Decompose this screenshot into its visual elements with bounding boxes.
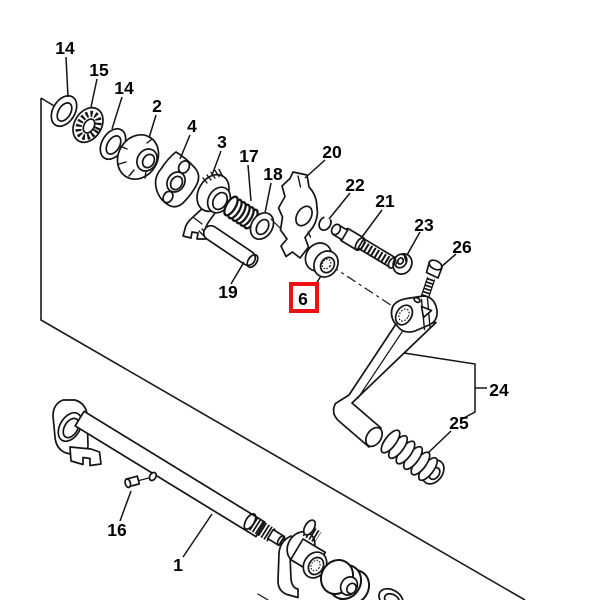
part-label-17[interactable]: 17 bbox=[239, 146, 258, 166]
part-26-bolt bbox=[420, 259, 443, 299]
part-label-1[interactable]: 1 bbox=[173, 555, 183, 575]
part-25-rubber-peg bbox=[380, 429, 445, 485]
part-15-bearing bbox=[72, 106, 104, 144]
part-16-pin bbox=[124, 471, 158, 489]
leader-line-22 bbox=[328, 192, 351, 220]
part-23-nut bbox=[392, 253, 413, 275]
leader-line-3 bbox=[211, 150, 222, 176]
part-label-16[interactable]: 16 bbox=[107, 520, 127, 540]
part-label-14[interactable]: 14 bbox=[55, 38, 75, 58]
leader-line-26 bbox=[440, 253, 457, 268]
part-18-washer bbox=[249, 211, 275, 241]
leader-line-16 bbox=[119, 490, 132, 522]
part-label-3[interactable]: 3 bbox=[217, 132, 227, 152]
part-label-14[interactable]: 14 bbox=[114, 78, 134, 98]
part-14-washer-left bbox=[50, 94, 78, 128]
bracket-line-24 bbox=[403, 352, 476, 421]
highlight-box-part-6 bbox=[289, 282, 319, 313]
part-2-ratchet-cam bbox=[116, 134, 160, 180]
part-label-25[interactable]: 25 bbox=[449, 413, 469, 433]
part-label-26[interactable]: 26 bbox=[452, 237, 472, 257]
leader-line-2 bbox=[148, 114, 157, 139]
part-label-22[interactable]: 22 bbox=[345, 175, 365, 195]
part-label-4[interactable]: 4 bbox=[187, 116, 197, 136]
leader-line-4 bbox=[179, 134, 191, 160]
leader-line-19 bbox=[230, 261, 245, 285]
leader-line-20 bbox=[304, 159, 326, 179]
part-1-shift-shaft bbox=[52, 399, 286, 547]
part-6-collar bbox=[304, 242, 339, 278]
axis-line-fork bbox=[192, 216, 203, 225]
leader-line-1 bbox=[182, 513, 213, 558]
part-22-clip bbox=[318, 216, 332, 231]
part-24-shift-pedal bbox=[332, 295, 438, 448]
part-label-6[interactable]: 6 bbox=[298, 289, 308, 309]
leader-line-18 bbox=[264, 182, 272, 214]
lower-assembly-partial bbox=[257, 519, 404, 600]
assembly-axis-line bbox=[329, 264, 407, 316]
part-label-15[interactable]: 15 bbox=[89, 60, 109, 80]
leader-line-23 bbox=[406, 231, 421, 256]
part-17-spring bbox=[223, 195, 259, 230]
panel-border bbox=[40, 97, 526, 600]
part-label-19[interactable]: 19 bbox=[218, 282, 238, 302]
part-label-2[interactable]: 2 bbox=[152, 96, 162, 116]
part-label-23[interactable]: 23 bbox=[414, 215, 434, 235]
part-4-plate bbox=[154, 151, 200, 208]
bracket-24 bbox=[403, 352, 487, 421]
part-21-bolt-spring bbox=[330, 223, 398, 269]
part-19-pin bbox=[202, 224, 259, 269]
leader-line-15 bbox=[90, 78, 98, 108]
part-20-shift-arm bbox=[277, 171, 319, 259]
part-label-20[interactable]: 20 bbox=[322, 142, 342, 162]
part-label-21[interactable]: 21 bbox=[375, 191, 395, 211]
part-label-18[interactable]: 18 bbox=[263, 164, 283, 184]
part-label-24[interactable]: 24 bbox=[489, 380, 509, 400]
leader-line-14 bbox=[111, 96, 123, 130]
leader-line-17 bbox=[247, 164, 252, 202]
leader-line-25 bbox=[427, 430, 452, 454]
leader-line-14 bbox=[65, 56, 69, 98]
leader-line-21 bbox=[361, 209, 383, 238]
